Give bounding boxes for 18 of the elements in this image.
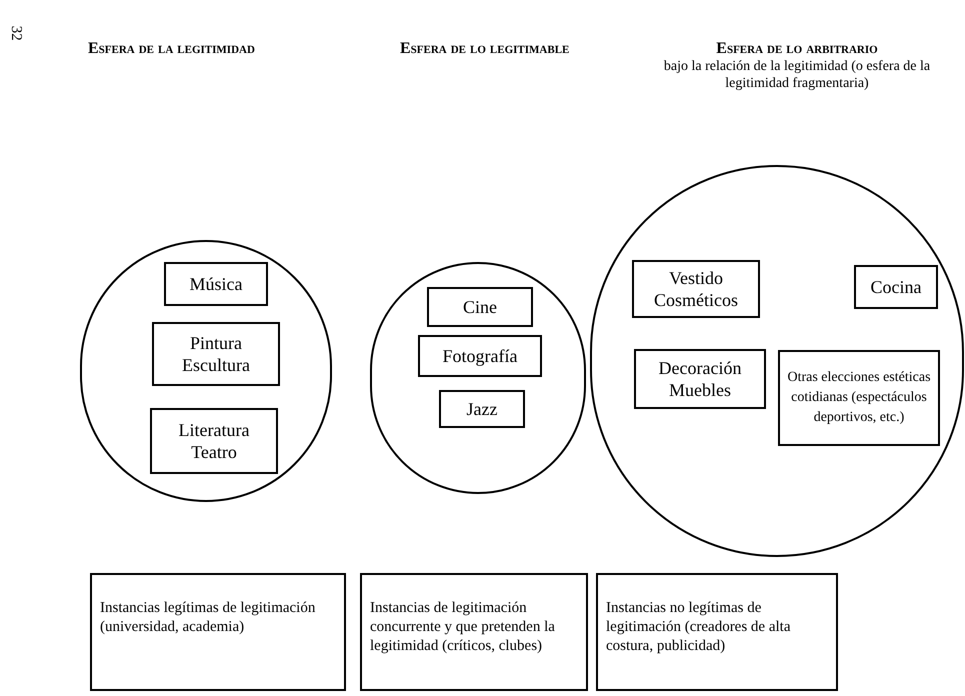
category-box: Jazz [439, 390, 525, 428]
page-number: 32 [6, 26, 25, 41]
sphere-heading: Esfera de lo arbitrario [715, 39, 879, 59]
category-box: Música [164, 262, 268, 306]
category-box: Cocina [854, 265, 938, 309]
category-box: Literatura Teatro [150, 408, 278, 474]
sphere-heading: Esfera de la legitimidad [88, 39, 256, 59]
category-box: Pintura Escultura [152, 322, 280, 386]
sphere-heading: Esfera de lo legitimable [400, 39, 570, 59]
instance-box: Instancias legítimas de legitimación (universidad, academia) [90, 573, 346, 691]
category-box: Cine [427, 287, 533, 327]
category-box: Vestido Cosméticos [632, 260, 760, 318]
category-box: Decoración Muebles [634, 349, 766, 409]
category-box: Otras elecciones estéticas cotidianas (espectáculos deportivos, etc.) [778, 350, 940, 446]
instance-box: Instancias no legítimas de legitimación (creadores de alta costura, publicidad) [596, 573, 838, 691]
instance-box: Instancias de legitimación concurrente y que pretenden la legitimidad (críticos, clubes) [360, 573, 588, 691]
category-box: Fotografía [418, 335, 542, 377]
sphere-subheading: bajo la relación de la legitimidad (o esfera de la legitimidad fragmentaria) [662, 58, 932, 92]
